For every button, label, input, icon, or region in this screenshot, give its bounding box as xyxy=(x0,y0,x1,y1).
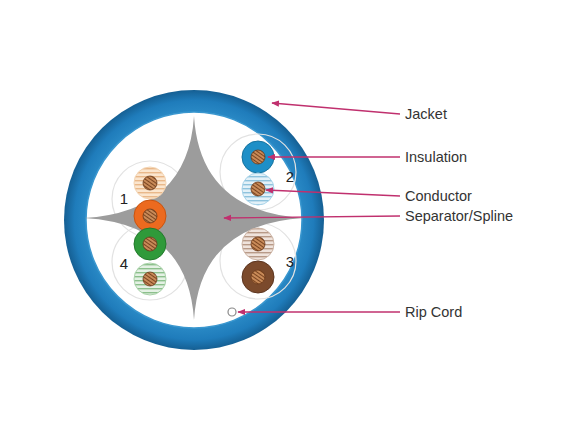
part-label: Jacket xyxy=(405,107,447,122)
leader-lines xyxy=(224,103,400,312)
pair-number: 2 xyxy=(286,169,294,184)
jacket xyxy=(64,90,324,350)
part-label: Insulation xyxy=(405,150,467,165)
part-label: Conductor xyxy=(405,189,472,204)
rip-cord xyxy=(228,308,236,316)
pair-number: 1 xyxy=(120,191,128,206)
pair-number: 4 xyxy=(120,256,128,271)
part-label: Separator/Spline xyxy=(405,209,513,224)
part-label: Rip Cord xyxy=(405,305,462,320)
pair-number: 3 xyxy=(286,254,294,269)
